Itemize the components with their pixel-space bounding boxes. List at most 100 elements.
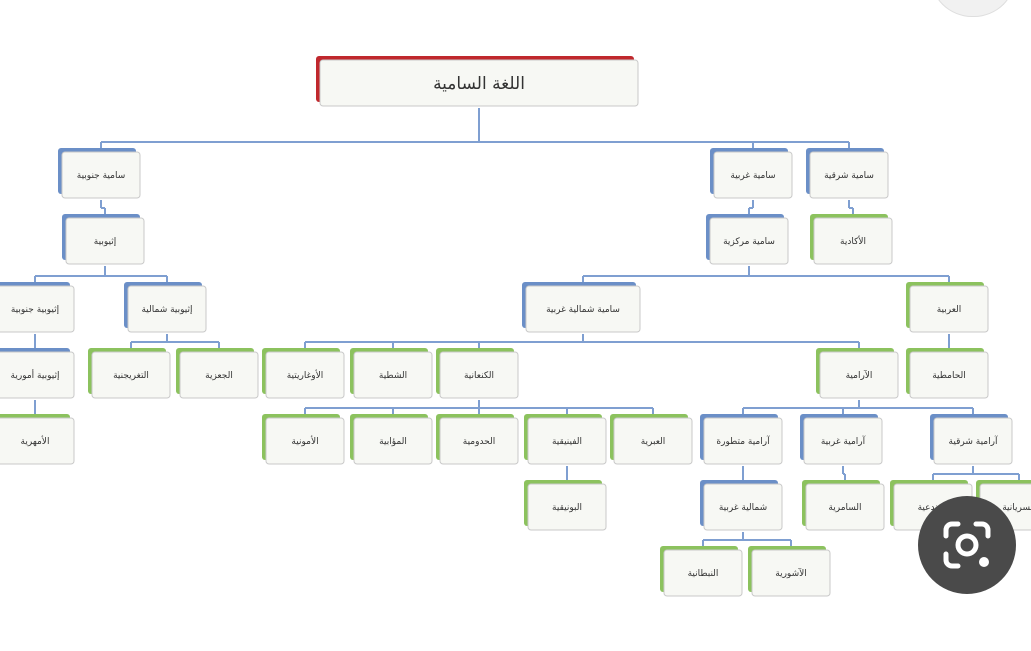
node-box [439, 351, 519, 399]
node-label: العربية [937, 305, 962, 315]
tree-nodes: اللغة السامية سامية جنوبية سامية غربية سامي… [0, 56, 1031, 597]
tree-node: الحامطية [906, 348, 989, 399]
node-label: سامية غربية [730, 171, 775, 181]
tree-node: الأوغاريتية [262, 348, 345, 399]
node-label: إثيوبية جنوبية [11, 305, 59, 315]
node-box [819, 351, 899, 399]
node-box [713, 151, 793, 199]
node-box [527, 417, 607, 465]
node-box [527, 483, 607, 531]
node-label: إثيوبية أمورية [11, 369, 60, 381]
node-box [803, 417, 883, 465]
tree-node: آرامية غربية [800, 414, 883, 465]
node-label: الفينيقية [552, 437, 582, 447]
node-label: البونيقية [552, 503, 582, 513]
tree-node: آرامية شرقية [930, 414, 1013, 465]
node-label: سامية شمالية غربية [546, 305, 620, 315]
node-label: النبطانية [688, 569, 719, 579]
tree-node: العبرية [610, 414, 693, 465]
node-label: العبرية [641, 437, 666, 447]
node-label: الشطية [379, 371, 407, 381]
node-box [751, 549, 831, 597]
tree-node: سامية مركزية [706, 214, 789, 265]
tree-node: السامرية [802, 480, 885, 531]
lens-camera-icon [943, 521, 991, 569]
node-box [813, 217, 893, 265]
node-box [439, 417, 519, 465]
node-label: إثيوبية [94, 237, 116, 247]
connectors [34, 108, 1020, 550]
tree-node: البونيقية [524, 480, 607, 531]
tree-node: الشطية [350, 348, 433, 399]
node-label: التغريجنية [113, 371, 149, 381]
node-box [709, 217, 789, 265]
node-label: سامية جنوبية [77, 171, 125, 181]
node-box [613, 417, 693, 465]
node-box [353, 417, 433, 465]
tree-node: الآرامية [816, 348, 899, 399]
tree-node: التغريجنية [88, 348, 171, 399]
tree-node: سامية جنوبية [58, 148, 141, 199]
node-label: الجعزية [205, 371, 233, 381]
node-label: سامية شرقية [824, 171, 874, 181]
tree-node: الكنعانية [436, 348, 519, 399]
node-label: الحامطية [932, 371, 966, 381]
tree-node: النبطانية [660, 546, 743, 597]
lens-search-button[interactable] [918, 496, 1016, 594]
node-label: آرامية غربية [821, 435, 866, 447]
node-box [703, 417, 783, 465]
node-label: سامية مركزية [723, 237, 775, 247]
node-label: آرامية متطورة [716, 435, 770, 447]
node-box [663, 549, 743, 597]
node-box [805, 483, 885, 531]
node-box [65, 217, 145, 265]
tree-node: الأكادية [810, 214, 893, 265]
node-box [525, 285, 641, 333]
node-label: الآرامية [846, 369, 873, 381]
tree-node: سامية غربية [710, 148, 793, 199]
tree-node: الجعزية [176, 348, 259, 399]
tree-node: الآشورية [748, 546, 831, 597]
node-box [0, 351, 75, 399]
root-node: اللغة السامية [316, 56, 639, 107]
node-box [909, 351, 989, 399]
tree-node: الحدومية [436, 414, 519, 465]
node-box [265, 351, 345, 399]
tree-node: الأمهرية [0, 414, 75, 465]
node-label: الحدومية [463, 437, 495, 447]
node-box [179, 351, 259, 399]
node-box [127, 285, 207, 333]
node-label: الأمهرية [21, 435, 50, 447]
tree-node: شمالية غربية [700, 480, 783, 531]
node-label: السريانية [1002, 503, 1031, 513]
node-box [809, 151, 889, 199]
node-box [353, 351, 433, 399]
node-box [0, 417, 75, 465]
node-box [91, 351, 171, 399]
node-box [933, 417, 1013, 465]
tree-node: إثيوبية شمالية [124, 282, 207, 333]
node-label: إثيوبية شمالية [141, 305, 192, 315]
node-box [265, 417, 345, 465]
node-box [61, 151, 141, 199]
tree-node: المؤابية [350, 414, 433, 465]
tree-node: إثيوبية أمورية [0, 348, 75, 399]
tree-node: آرامية متطورة [700, 414, 783, 465]
node-box [909, 285, 989, 333]
tree-node: الأمونية [262, 414, 345, 465]
node-label: الآشورية [775, 567, 807, 579]
node-label: آرامية شرقية [949, 435, 998, 447]
node-label: الأوغاريتية [287, 369, 324, 381]
node-box [0, 285, 75, 333]
node-label: السامرية [828, 503, 861, 513]
tree-node: العربية [906, 282, 989, 333]
node-box [319, 59, 639, 107]
node-box [703, 483, 783, 531]
node-label: الأمونية [291, 435, 318, 447]
tree-node: إثيوبية جنوبية [0, 282, 75, 333]
node-label: المؤابية [379, 437, 407, 447]
node-label: الأكادية [840, 235, 866, 247]
tree-node: الفينيقية [524, 414, 607, 465]
tree-node: سامية شمالية غربية [522, 282, 641, 333]
